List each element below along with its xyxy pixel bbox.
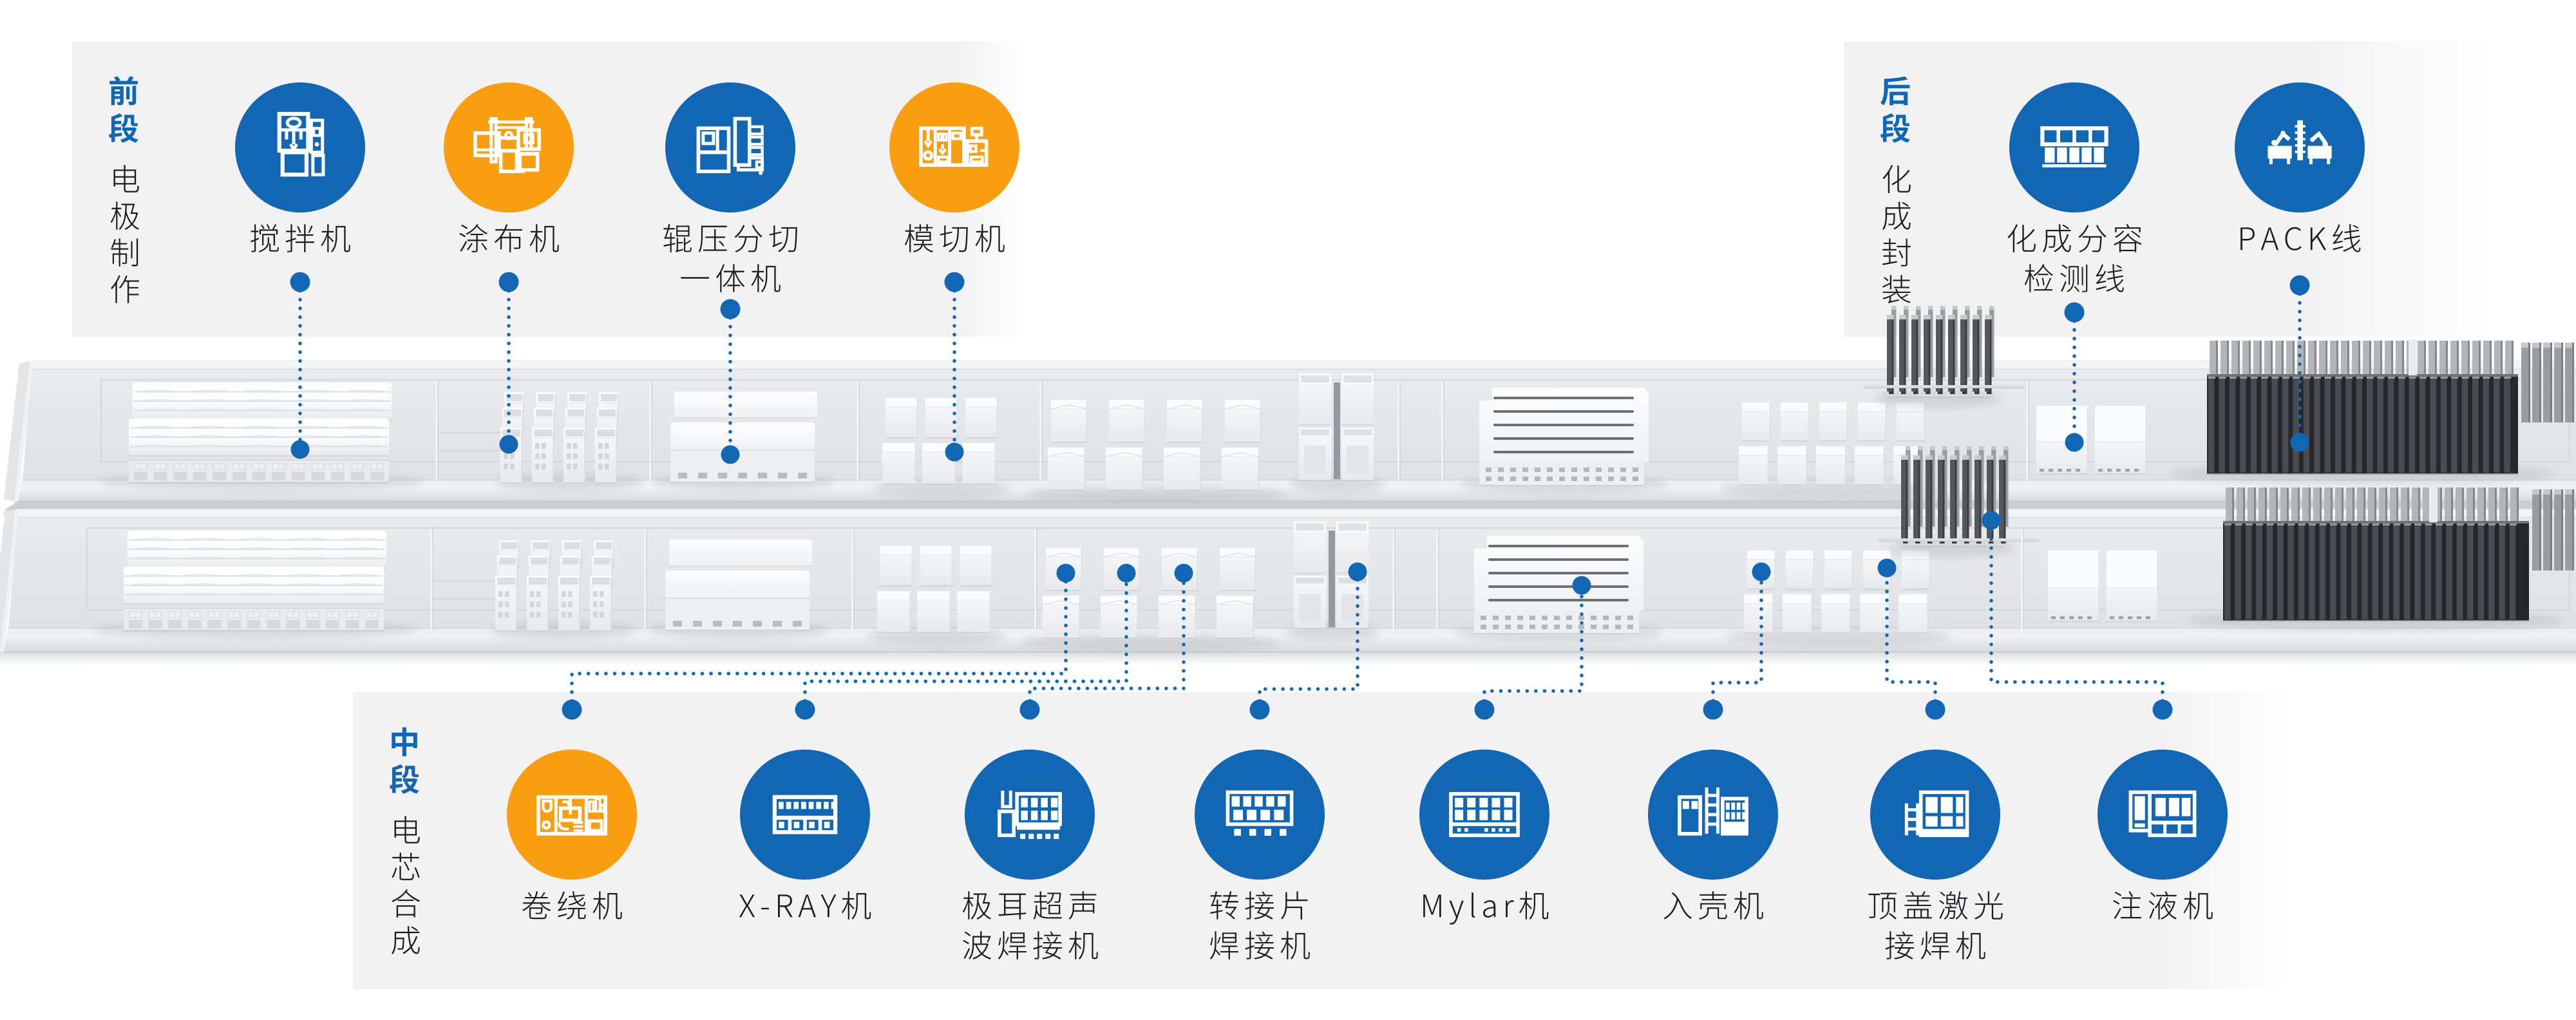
machine-badge-winder (507, 750, 637, 880)
machine-label: 化成分容检测线 (1881, 223, 2268, 303)
mixing-coating-sheds-1 (97, 382, 423, 491)
roller-press-hall-2 (647, 540, 830, 639)
section-panel-rear (1844, 41, 2492, 337)
machine-label: 转接片焊接机 (1066, 890, 1453, 970)
xray-icon (772, 795, 838, 835)
pack-line-rack-2-bg (2532, 489, 2574, 571)
stacker-towers-2 (1284, 522, 1379, 641)
pack-line-rack-1-bg (2521, 343, 2574, 422)
capacity-test-unit-1b (2095, 406, 2146, 475)
machine-badge-mylar (1419, 750, 1549, 880)
diecut-icon (919, 126, 989, 167)
pack-line-rack-2 (2186, 486, 2566, 631)
capacity-test-unit-2b (2107, 551, 2158, 622)
roller-icon (696, 117, 764, 175)
machine-label: X-RAY机 (612, 890, 998, 930)
machine-label: 搅拌机 (107, 223, 493, 263)
capacity-test-unit-1a (2036, 406, 2088, 475)
machine-label: PACK线 (2107, 223, 2493, 263)
section-subtitle-rear: 化成封装 (1881, 164, 1912, 310)
stacker-towers-1 (1289, 373, 1385, 493)
section-title-rear: 后段 (1880, 75, 1911, 150)
production-line-2-platform (0, 508, 2576, 665)
machine-label: 入壳机 (1520, 890, 1906, 930)
machine-badge-injector (2098, 750, 2228, 880)
assembly-units-2 (1725, 551, 1953, 646)
roller-press-hall-1 (652, 392, 835, 491)
machine-label: 卷绕机 (379, 890, 765, 930)
formation-icon (2040, 126, 2108, 167)
machine-label: 注液机 (1969, 890, 2356, 930)
machine-label: 顶盖激光接焊机 (1742, 890, 2128, 970)
topcover-welder-icon (1904, 790, 1969, 838)
machine-label: 辊压分切一体机 (537, 223, 923, 303)
machine-label: 极耳超声波焊接机 (837, 890, 1223, 970)
formation-rack-small-2 (1888, 446, 2016, 558)
die-cutter-units-1 (872, 398, 1011, 497)
machine-badge-mixer (235, 82, 365, 212)
section-subtitle-front: 电极制作 (109, 164, 140, 310)
tab-welder-icon (998, 790, 1062, 839)
machine-label: 涂布机 (316, 223, 702, 263)
winder-icon (536, 795, 607, 836)
machine-badge-coater (444, 82, 574, 212)
mylar-hall-1 (1459, 388, 1669, 493)
formation-rack-small-1 (1874, 306, 2002, 408)
winding-machines-1 (1025, 400, 1287, 503)
machine-badge-xray (740, 750, 870, 880)
section-title-front: 前段 (108, 75, 139, 150)
coater-icon (473, 117, 541, 173)
mixer-icon (277, 111, 325, 177)
machine-label: 模切机 (761, 223, 1148, 263)
machine-badge-casing (1648, 750, 1778, 880)
section-subtitle-middle: 电芯合成 (390, 815, 421, 961)
section-title-middle: 中段 (389, 726, 420, 801)
machine-badge-adapter-welder (1195, 750, 1325, 880)
injector-icon (2128, 790, 2197, 838)
packline-icon (2268, 120, 2332, 165)
machine-badge-tab-welder (965, 750, 1095, 880)
machine-badge-diecut (889, 82, 1019, 212)
machine-label: Mylar机 (1291, 890, 1678, 930)
machine-badge-topcover-welder (1870, 750, 2000, 880)
coater-towers-1 (493, 392, 643, 491)
mixing-coating-sheds-2 (92, 531, 418, 639)
casing-icon (1678, 787, 1748, 836)
machine-badge-roller (665, 82, 795, 212)
die-cutter-units-2 (867, 546, 1006, 645)
mylar-icon (1449, 791, 1520, 838)
mylar-hall-2 (1454, 536, 1664, 641)
assembly-units-1 (1719, 402, 1947, 498)
machine-badge-formation (2009, 82, 2139, 212)
capacity-test-unit-2a (2048, 551, 2099, 622)
adapter-welder-icon (1226, 790, 1294, 836)
machine-badge-packline (2235, 82, 2365, 212)
